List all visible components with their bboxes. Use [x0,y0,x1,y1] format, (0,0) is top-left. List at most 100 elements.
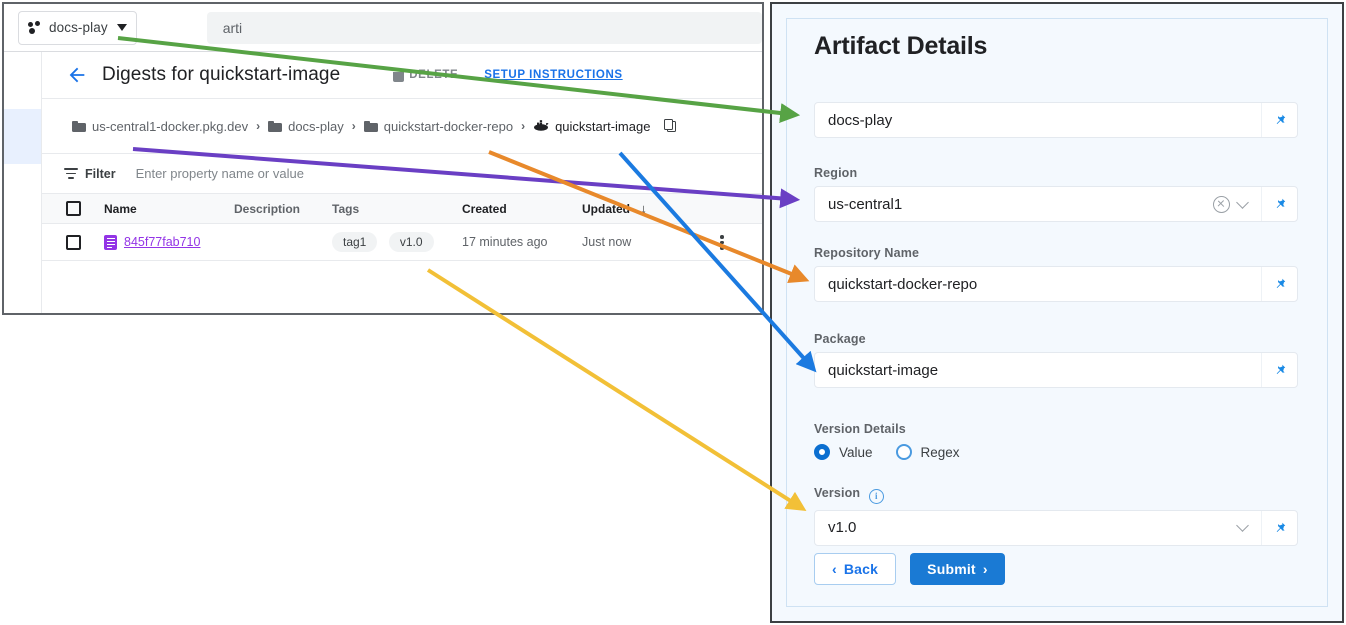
chevron-down-icon[interactable] [1236,195,1249,209]
tag-chip[interactable]: tag1 [332,232,378,252]
region-label: Region [814,166,858,180]
breadcrumb-label: quickstart-image [555,118,651,134]
breadcrumb-item-repo[interactable]: quickstart-docker-repo [363,118,514,134]
filter-icon[interactable] [64,168,78,179]
version-label: Version i [814,486,1298,504]
radio-regex[interactable] [895,444,912,460]
digest-icon [104,234,117,250]
version-details-label: Version Details [814,422,906,436]
nav-selected-indicator [4,109,41,164]
region-input[interactable]: us-central1 [814,186,1298,222]
submit-button-label: Submit [927,561,976,577]
breadcrumb-item-image[interactable]: quickstart-image [533,119,650,134]
table-footer-area [42,261,762,313]
chevron-right-icon: › [982,561,988,577]
version-label-text: Version [814,486,861,500]
field-project: docs-play [814,102,1298,138]
field-package: Package quickstart-image [814,332,1298,388]
breadcrumb-separator: › [351,119,356,133]
caret-down-icon [116,24,127,31]
search-input-value: arti [222,19,243,36]
row-created-cell: 17 minutes ago [462,235,548,249]
pin-icon[interactable] [1261,510,1297,545]
back-arrow-icon[interactable] [64,62,90,88]
row-name-cell[interactable]: 845f77fab710 [104,234,234,250]
folder-icon [268,120,283,132]
back-button-label: Back [843,561,879,577]
select-all-checkbox[interactable] [42,201,104,216]
repository-name-input-value: quickstart-docker-repo [828,275,978,293]
digest-link[interactable]: 845f77fab710 [124,235,201,249]
column-header-updated-label: Updated [582,202,630,216]
search-input[interactable]: arti [206,11,762,44]
breadcrumb-label: us-central1-docker.pkg.dev [92,118,249,134]
copy-icon[interactable] [664,119,677,133]
breadcrumb-label: quickstart-docker-repo [383,118,514,134]
breadcrumb-item-registry[interactable]: us-central1-docker.pkg.dev [72,119,248,134]
table-header-row: Name Description Tags Created Updated ↓ [42,194,762,224]
breadcrumb-label: docs-play [288,118,344,134]
field-repository-name: Repository Name quickstart-docker-repo [814,246,1298,302]
console-top-bar: docs-play arti [4,4,762,52]
trash-icon [393,68,405,82]
project-input-value: docs-play [828,111,893,129]
package-input-value: quickstart-image [828,361,939,379]
breadcrumb-item-project[interactable]: docs-play [268,119,344,134]
pin-icon[interactable] [1261,187,1297,221]
row-menu-button[interactable] [702,234,742,250]
table-row[interactable]: 845f77fab710 tag1 v1.0 17 minutes ago Ju… [42,224,762,261]
package-label: Package [814,332,866,346]
left-nav-strip[interactable] [4,52,42,313]
version-input[interactable]: v1.0 [814,509,1298,546]
setup-instructions-link[interactable]: SETUP INSTRUCTIONS [484,69,623,81]
radio-value[interactable] [814,444,830,460]
column-header-tags[interactable]: Tags [332,201,360,216]
column-header-created[interactable]: Created [462,201,507,216]
breadcrumb-separator: › [256,119,261,133]
project-input[interactable]: docs-play [814,102,1298,138]
field-region: Region us-central1 [814,166,1298,222]
clear-icon[interactable] [1213,195,1230,213]
folder-icon [363,120,378,132]
column-header-description[interactable]: Description [234,201,301,216]
radio-regex-label[interactable]: Regex [920,444,960,460]
delete-button[interactable]: DELETE [393,68,459,82]
pin-icon[interactable] [1261,353,1297,387]
project-dots-icon [28,20,42,35]
chevron-down-icon[interactable] [1236,519,1249,532]
field-version: Version i v1.0 [814,486,1298,546]
folder-icon [72,120,86,132]
column-header-name[interactable]: Name [104,201,137,216]
region-input-value: us-central1 [828,195,903,213]
repository-name-label: Repository Name [814,246,920,260]
filter-bar: Filter Enter property name or value [42,154,762,194]
version-details-group: Version Details Value Regex [814,422,1298,460]
chevron-left-icon: ‹ [832,561,837,577]
filter-label: Filter [85,166,116,181]
sort-descending-icon: ↓ [640,201,647,216]
breadcrumb: us-central1-docker.pkg.dev › docs-play ›… [42,99,762,154]
repository-name-input[interactable]: quickstart-docker-repo [814,266,1298,302]
project-selector[interactable]: docs-play [18,10,137,45]
artifact-details-panel: Artifact Details docs-play Region us-cen… [770,2,1344,623]
breadcrumb-separator: › [521,119,526,133]
info-icon[interactable]: i [868,488,884,504]
row-updated-cell: Just now [582,235,632,249]
page-title: Digests for quickstart-image [102,64,341,85]
submit-button[interactable]: Submit › [910,553,1005,585]
back-button[interactable]: ‹ Back [814,553,897,585]
docker-whale-icon [533,120,549,132]
pin-icon[interactable] [1261,267,1297,301]
pin-icon[interactable] [1261,103,1297,137]
panel-title: Artifact Details [814,32,988,60]
row-checkbox[interactable] [42,234,104,250]
delete-button-label: DELETE [409,69,459,81]
radio-value-label[interactable]: Value [839,444,873,460]
console-window: docs-play arti Digests for quickstart-im… [2,2,764,315]
version-input-value: v1.0 [828,519,857,536]
tag-chip[interactable]: v1.0 [388,232,434,252]
project-selector-label: docs-play [49,20,108,35]
column-header-updated[interactable]: Updated ↓ [582,201,702,216]
filter-input[interactable]: Enter property name or value [135,166,304,181]
package-input[interactable]: quickstart-image [814,352,1298,388]
